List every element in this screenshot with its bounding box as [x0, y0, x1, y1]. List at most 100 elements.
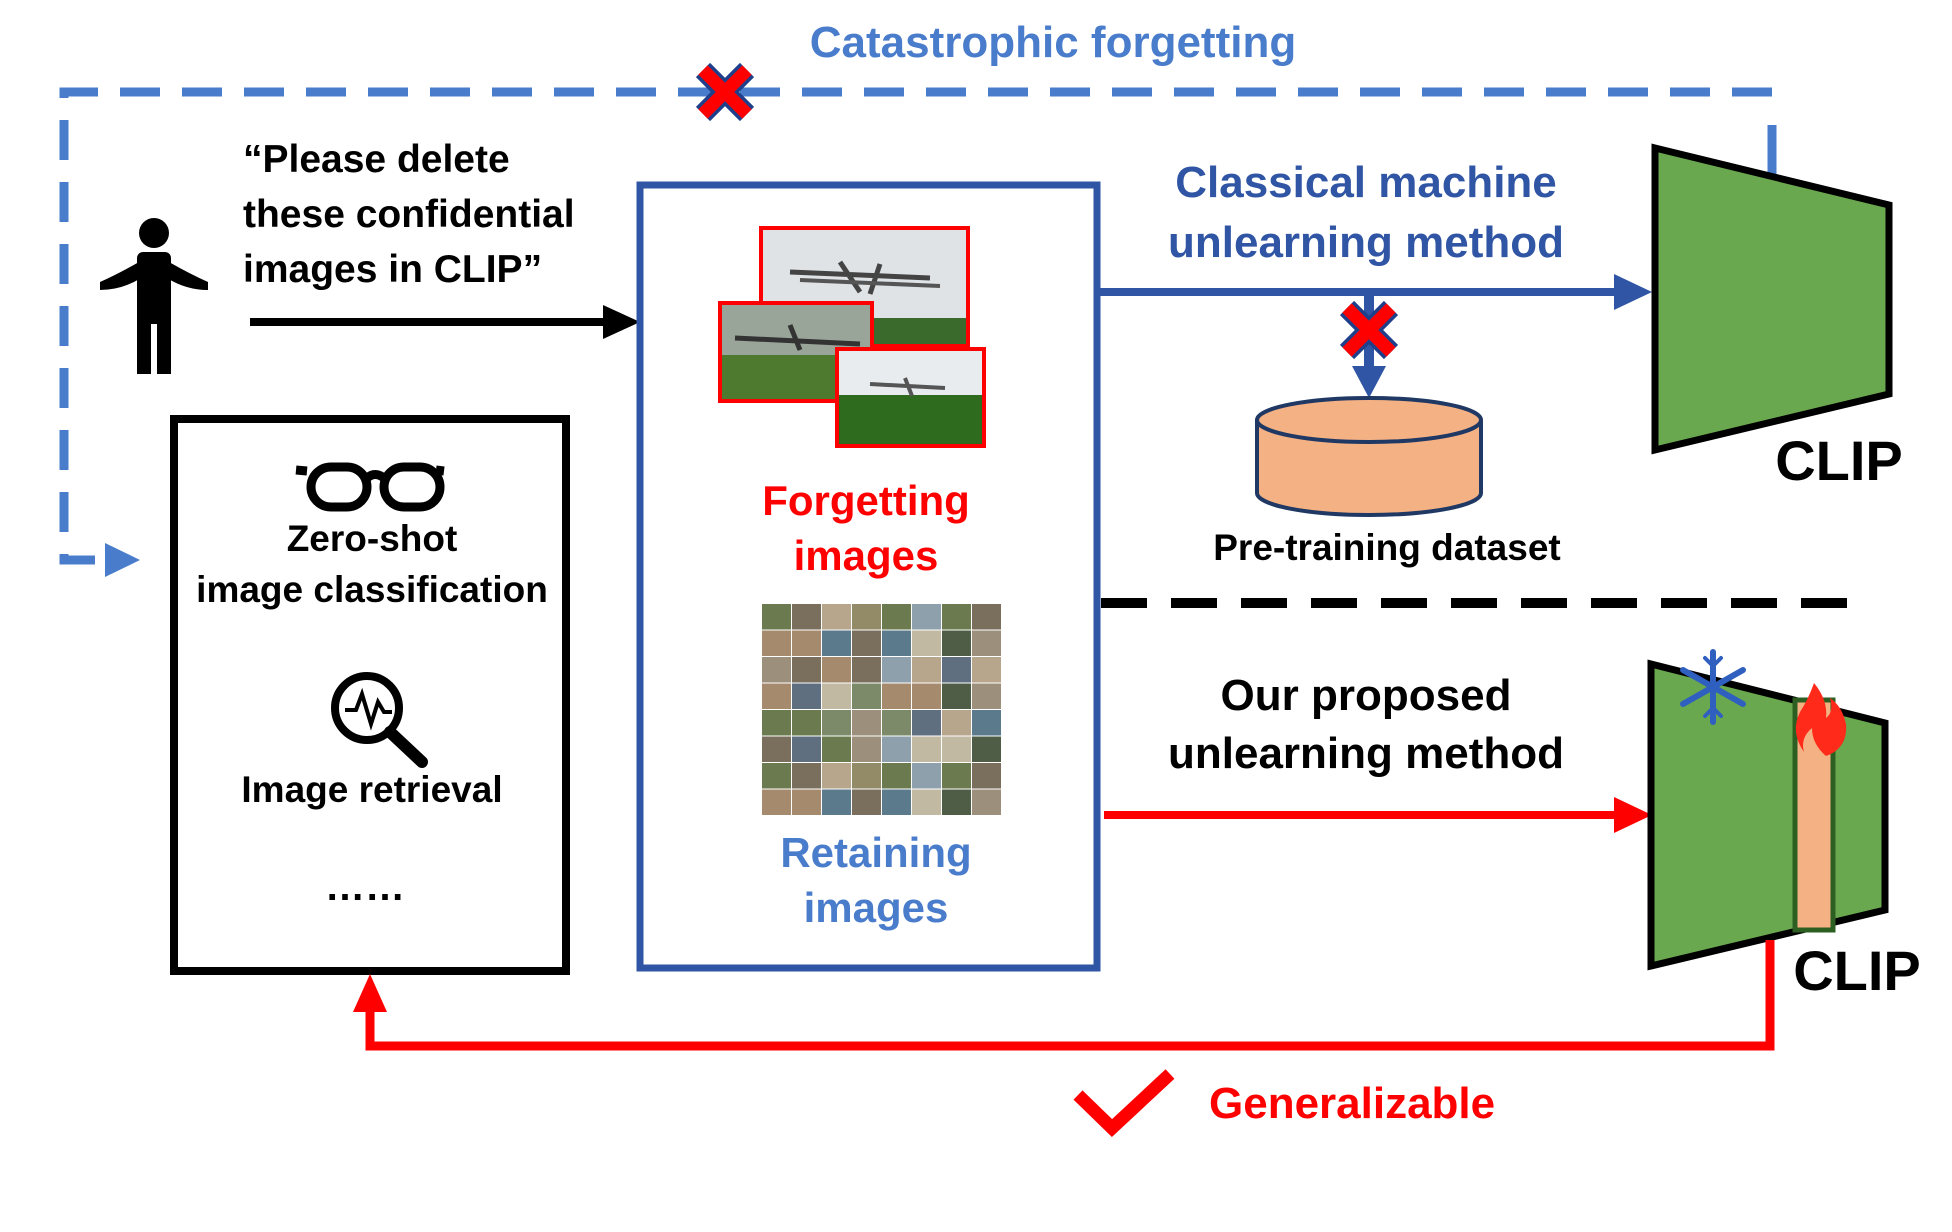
forgetting-images-stack: [718, 226, 986, 448]
zero-shot-label-1: Zero-shot: [287, 518, 458, 559]
retain-thumbnail: [762, 630, 791, 656]
retain-thumbnail: [762, 789, 791, 815]
classical-label-1: Classical machine: [1175, 158, 1557, 207]
retain-thumbnail: [792, 710, 821, 736]
pretraining-dataset-label: Pre-training dataset: [1213, 527, 1560, 568]
ellipsis-label: ……: [325, 865, 405, 909]
retain-thumbnail: [942, 604, 971, 630]
clip-label-top: CLIP: [1775, 429, 1903, 492]
retain-thumbnail: [942, 710, 971, 736]
retain-thumbnail: [972, 630, 1001, 656]
retain-thumbnail: [792, 683, 821, 709]
glasses-icon: [295, 462, 445, 512]
retain-thumbnail: [852, 604, 881, 630]
retain-thumbnail: [912, 710, 941, 736]
retain-thumbnail: [762, 763, 791, 789]
retain-thumbnail: [852, 789, 881, 815]
retain-thumbnail: [882, 736, 911, 762]
retain-thumbnail: [972, 736, 1001, 762]
retain-thumbnail: [912, 604, 941, 630]
classical-label-2: unlearning method: [1168, 218, 1564, 267]
magnifier-pulse-icon: [331, 672, 428, 768]
retain-thumbnail: [972, 789, 1001, 815]
database-icon: [1255, 396, 1483, 517]
retain-thumbnail: [852, 657, 881, 683]
retain-thumbnail: [972, 657, 1001, 683]
retain-thumbnail: [882, 604, 911, 630]
proposed-label-1: Our proposed: [1221, 671, 1512, 720]
retain-thumbnail: [912, 763, 941, 789]
retain-thumbnail: [942, 630, 971, 656]
clip-model-bottom: [1647, 659, 1889, 971]
clip-label-bottom: CLIP: [1793, 939, 1921, 1002]
retain-thumbnail: [972, 763, 1001, 789]
request-line-3: images in CLIP”: [243, 248, 542, 291]
classical-arrow: [1097, 274, 1652, 310]
forgetting-label-1: Forgetting: [762, 477, 970, 524]
retain-thumbnail: [762, 736, 791, 762]
forgetting-label-2: images: [794, 532, 939, 579]
downstream-tasks-box: [170, 415, 570, 975]
retain-thumbnail: [792, 604, 821, 630]
retain-thumbnail: [852, 683, 881, 709]
forget-photo-3: [835, 347, 986, 448]
retain-thumbnail: [942, 763, 971, 789]
image-retrieval-label: Image retrieval: [241, 769, 502, 810]
retain-thumbnail: [762, 683, 791, 709]
retain-thumbnail: [942, 789, 971, 815]
retain-thumbnail: [822, 736, 851, 762]
retain-thumbnail: [882, 683, 911, 709]
request-line-1: “Please delete: [243, 138, 510, 181]
retain-thumbnail: [912, 630, 941, 656]
retain-thumbnail: [822, 763, 851, 789]
retain-thumbnail: [762, 604, 791, 630]
retain-thumbnail: [792, 657, 821, 683]
fire-icon: [1795, 683, 1847, 756]
retain-thumbnail: [792, 789, 821, 815]
retain-thumbnail: [792, 736, 821, 762]
retaining-images-grid: [762, 604, 1001, 815]
zero-shot-label-2: image classification: [196, 569, 548, 610]
generalizable-label: Generalizable: [1209, 1079, 1495, 1128]
retain-thumbnail: [822, 657, 851, 683]
retain-thumbnail: [972, 683, 1001, 709]
retain-thumbnail: [912, 789, 941, 815]
retain-thumbnail: [942, 683, 971, 709]
retain-thumbnail: [762, 710, 791, 736]
retaining-label-2: images: [804, 884, 949, 931]
retaining-label-1: Retaining: [780, 829, 971, 876]
proposed-label-2: unlearning method: [1168, 729, 1564, 778]
retain-thumbnail: [822, 683, 851, 709]
catastrophic-forgetting-path: [59, 87, 1777, 577]
retain-thumbnail: [852, 763, 881, 789]
retain-thumbnail: [882, 789, 911, 815]
retain-thumbnail: [852, 630, 881, 656]
generalizable-path: [353, 940, 1775, 1051]
retain-thumbnail: [792, 763, 821, 789]
snowflake-icon: [1680, 649, 1746, 725]
retain-thumbnail: [882, 657, 911, 683]
retain-thumbnail: [972, 604, 1001, 630]
retain-thumbnail: [852, 710, 881, 736]
retain-thumbnail: [942, 736, 971, 762]
retain-thumbnail: [882, 763, 911, 789]
retain-thumbnail: [912, 736, 941, 762]
blue-arrowhead-icon: [105, 543, 140, 577]
red-cross-icon: [695, 62, 755, 122]
person-icon: [100, 218, 208, 374]
request-arrow: [250, 305, 640, 339]
red-cross-icon: [1339, 300, 1399, 360]
data-box: [636, 181, 1101, 972]
catastrophic-forgetting-label: Catastrophic forgetting: [810, 18, 1296, 67]
check-icon: [1073, 1069, 1175, 1137]
retain-thumbnail: [852, 736, 881, 762]
retain-thumbnail: [822, 604, 851, 630]
clip-model-top: [1651, 143, 1893, 455]
retain-thumbnail: [882, 710, 911, 736]
retain-thumbnail: [822, 630, 851, 656]
retain-thumbnail: [942, 657, 971, 683]
retain-thumbnail: [912, 657, 941, 683]
proposed-arrow: [1104, 797, 1652, 833]
retain-thumbnail: [972, 710, 1001, 736]
